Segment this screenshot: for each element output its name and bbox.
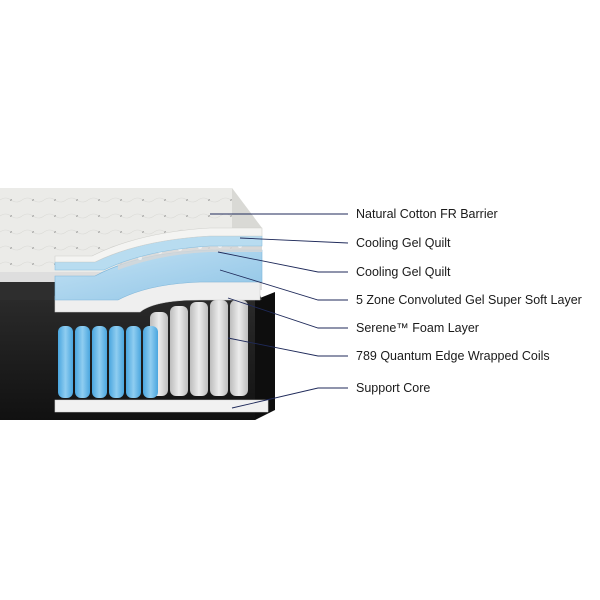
coil-row-front	[58, 326, 158, 398]
label-convoluted-gel-layer: 5 Zone Convoluted Gel Super Soft Layer	[356, 293, 582, 307]
leader-line-3	[217, 251, 348, 273]
label-natural-cotton-fr-barrier: Natural Cotton FR Barrier	[356, 207, 498, 221]
coil-row-back	[150, 300, 248, 396]
leader-line-4	[219, 269, 348, 301]
label-quantum-edge-coils: 789 Quantum Edge Wrapped Coils	[356, 349, 550, 363]
layer-stack	[54, 227, 269, 413]
label-cooling-gel-quilt-2: Cooling Gel Quilt	[356, 265, 451, 279]
leader-line-6	[227, 337, 348, 357]
leader-line-5	[227, 297, 348, 329]
support-core-layer	[54, 399, 269, 413]
label-support-core: Support Core	[356, 381, 431, 395]
cotton-barrier-edge	[54, 227, 263, 263]
label-serene-foam-layer: Serene™ Foam Layer	[356, 321, 479, 335]
label-cooling-gel-quilt-1: Cooling Gel Quilt	[356, 236, 451, 250]
leader-lines	[210, 213, 349, 409]
leader-line-2	[239, 237, 349, 244]
leader-line-7	[231, 387, 348, 409]
